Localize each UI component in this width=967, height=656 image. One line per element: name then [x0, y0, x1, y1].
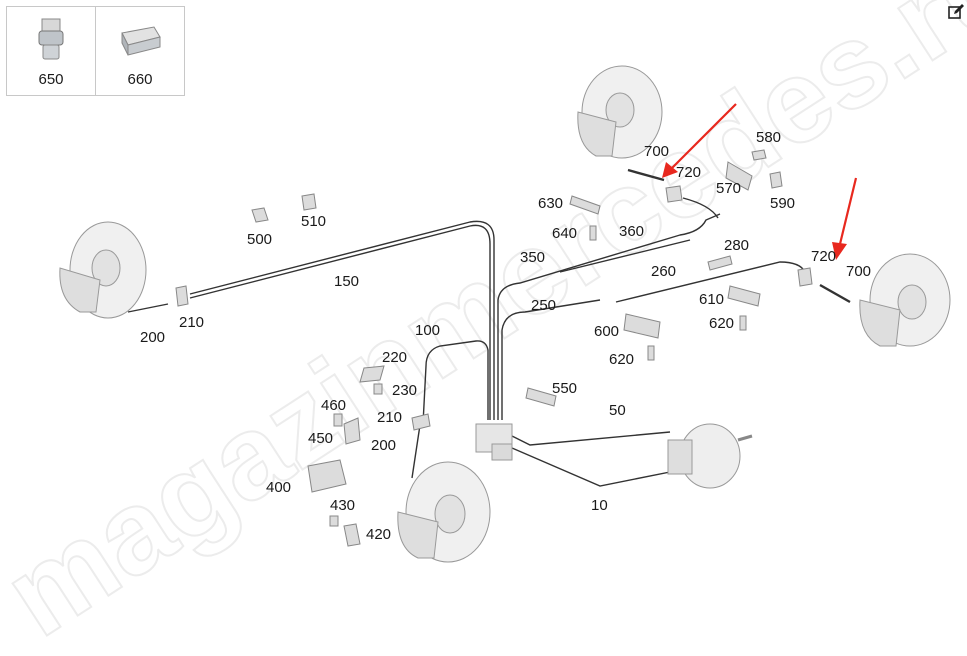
callout-720[interactable]: 720 [676, 164, 701, 181]
hex-connector-icon [121, 26, 161, 56]
callout-360[interactable]: 360 [619, 223, 644, 240]
screw-460 [333, 413, 343, 427]
callout-10[interactable]: 10 [591, 497, 608, 514]
legend-number-660: 660 [127, 71, 153, 88]
clip-630 [569, 195, 601, 215]
callout-700-rear[interactable]: 700 [846, 263, 871, 280]
brake-line-100 [422, 340, 489, 425]
brake-disc-rear-right [859, 253, 951, 347]
callout-590[interactable]: 590 [770, 195, 795, 212]
brake-line-200-left [127, 303, 169, 313]
callout-350[interactable]: 350 [520, 249, 545, 266]
callout-580[interactable]: 580 [756, 129, 781, 146]
callout-630[interactable]: 630 [538, 195, 563, 212]
bracket-720-a [665, 185, 683, 203]
clip-580 [751, 149, 767, 161]
screw-620-b [647, 345, 655, 361]
callout-620[interactable]: 620 [709, 315, 734, 332]
callout-220[interactable]: 220 [382, 349, 407, 366]
distribution-block [475, 423, 513, 461]
callout-280[interactable]: 280 [724, 237, 749, 254]
clip-590 [769, 171, 783, 189]
clip-500 [251, 207, 269, 223]
brake-line-250 [501, 299, 601, 420]
bracket-570 [725, 161, 753, 191]
bracket-210-bottom [411, 413, 431, 431]
callout-200-lower[interactable]: 200 [371, 437, 396, 454]
callout-150[interactable]: 150 [334, 273, 359, 290]
brake-line-200-bottom [411, 424, 421, 479]
screw-230 [373, 383, 383, 395]
brake-line-700-b [819, 283, 851, 304]
brake-line-150-b [189, 224, 491, 420]
brake-disc-front-left [59, 221, 147, 319]
edit-icon[interactable] [948, 4, 964, 20]
callout-210[interactable]: 210 [179, 314, 204, 331]
arrow-head-b [832, 242, 847, 260]
bracket-210-left [175, 285, 189, 307]
brake-line-700-a [627, 168, 665, 182]
callout-500[interactable]: 500 [247, 231, 272, 248]
bracket-220 [359, 365, 385, 383]
callout-100[interactable]: 100 [415, 322, 440, 339]
callout-200[interactable]: 200 [140, 329, 165, 346]
parts-legend: 650 660 [6, 6, 185, 96]
legend-item-660[interactable]: 660 [95, 7, 184, 95]
plug-fitting-icon [38, 18, 64, 60]
brake-disc-rear-left [397, 461, 491, 563]
callout-450[interactable]: 450 [308, 430, 333, 447]
sleeve-280 [707, 255, 733, 271]
small-parts [175, 149, 813, 547]
callout-640[interactable]: 640 [552, 225, 577, 242]
brake-disc-front-right [577, 65, 663, 159]
sensor-400 [307, 459, 347, 493]
callout-400[interactable]: 400 [266, 479, 291, 496]
screw-430 [329, 515, 339, 527]
clip-510 [301, 193, 317, 211]
bracket-450 [343, 417, 361, 445]
callout-510[interactable]: 510 [301, 213, 326, 230]
arrow-line-b [838, 177, 858, 245]
brake-lines [127, 168, 851, 487]
callout-610[interactable]: 610 [699, 291, 724, 308]
clip-550 [525, 387, 557, 407]
screw-640 [589, 225, 597, 241]
callout-570[interactable]: 570 [716, 180, 741, 197]
callout-430[interactable]: 430 [330, 497, 355, 514]
legend-number-650: 650 [38, 71, 64, 88]
callout-700[interactable]: 700 [644, 143, 669, 160]
brake-line-10 [511, 447, 681, 487]
arrow-line-a [671, 103, 737, 169]
callouts: 700 720 580 570 590 630 640 360 500 510 … [140, 129, 871, 543]
bracket-420 [343, 523, 361, 547]
callout-620-lower[interactable]: 620 [609, 351, 634, 368]
callout-720-rear[interactable]: 720 [811, 248, 836, 265]
callout-210-lower[interactable]: 210 [377, 409, 402, 426]
callout-260[interactable]: 260 [651, 263, 676, 280]
screw-620-a [739, 315, 747, 331]
callout-460[interactable]: 460 [321, 397, 346, 414]
legend-item-650[interactable]: 650 [7, 7, 95, 95]
bracket-720-b [797, 267, 813, 287]
callout-250[interactable]: 250 [531, 297, 556, 314]
brake-line-350 [497, 213, 721, 420]
brake-line-360 [559, 239, 691, 273]
brake-line-rear [682, 197, 719, 219]
brake-line-50 [511, 431, 671, 446]
arrow-head-a [662, 162, 678, 178]
callout-50[interactable]: 50 [609, 402, 626, 419]
callout-600[interactable]: 600 [594, 323, 619, 340]
brake-line-150 [189, 220, 495, 420]
callout-420[interactable]: 420 [366, 526, 391, 543]
red-arrows [662, 103, 858, 260]
brake-booster [667, 423, 753, 489]
clip-600 [623, 313, 661, 339]
clip-610 [727, 285, 761, 307]
callout-550[interactable]: 550 [552, 380, 577, 397]
callout-230[interactable]: 230 [392, 382, 417, 399]
